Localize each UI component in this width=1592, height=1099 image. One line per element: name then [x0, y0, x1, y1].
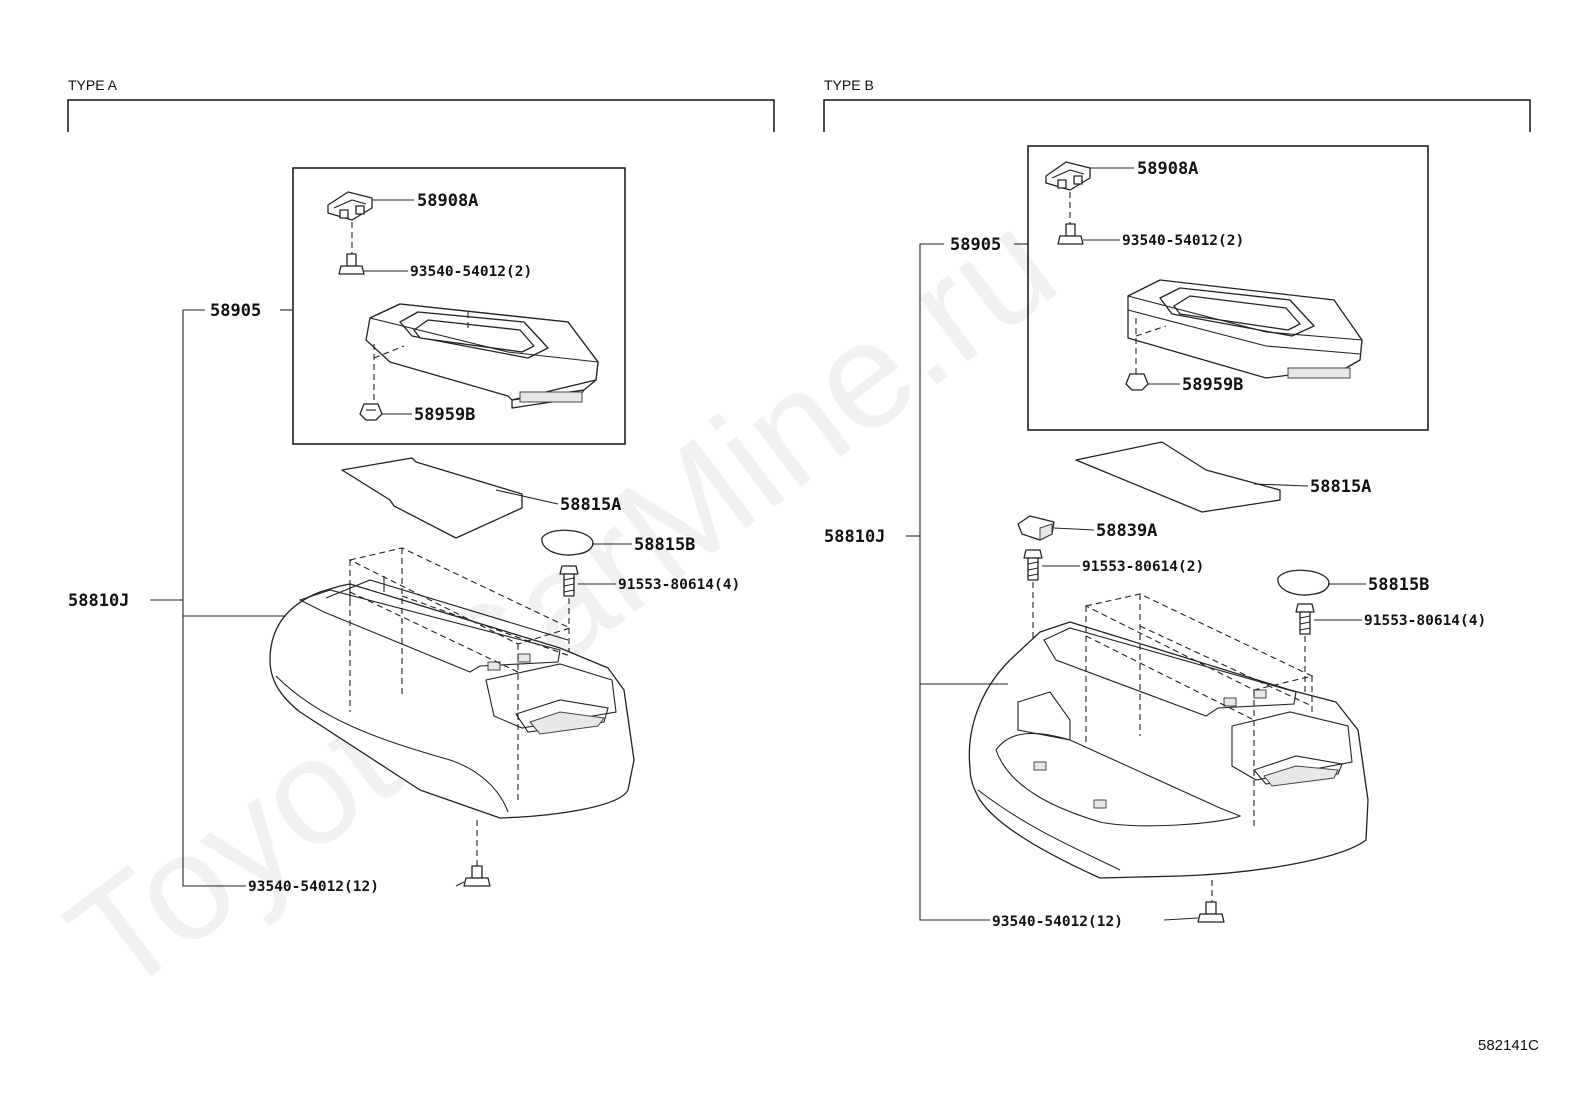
type-a-header: TYPE A — [68, 77, 118, 93]
type-a-bezel-part — [365, 303, 599, 409]
type-a-label-screw-small: 93540-54012(2) — [410, 264, 532, 280]
type-b-bolt-small-part — [1023, 549, 1043, 581]
type-b-subassembly-box — [1027, 145, 1429, 431]
type-b-mat-a-part — [1075, 441, 1281, 513]
type-b-bracket-part — [1045, 161, 1091, 191]
watermark: ToyotaCarMine.ru — [38, 179, 1085, 1026]
type-a-screw-small-part — [338, 253, 365, 275]
type-a-screw-large-part — [463, 865, 491, 887]
type-b-screw-large-part — [1197, 901, 1225, 923]
diagram-code: 582141C — [1478, 1037, 1539, 1054]
type-b-label-58905: 58905 — [950, 235, 1001, 255]
type-a-bracket-line — [67, 99, 775, 132]
type-b-label-58839a: 58839A — [1096, 521, 1157, 541]
type-b-label-58959b: 58959B — [1182, 375, 1243, 395]
type-b-label-58815b: 58815B — [1368, 575, 1429, 595]
type-b-bolt-part — [1295, 603, 1315, 635]
type-a-label-58810j: 58810J — [68, 591, 129, 611]
type-b-bezel-part — [1127, 279, 1363, 379]
type-a-clip-part — [359, 403, 383, 421]
type-b-cover-part — [1017, 515, 1055, 541]
type-b-label-58815a: 58815A — [1310, 477, 1371, 497]
type-b-bracket-line — [823, 99, 1531, 132]
type-a-console-box-part — [269, 576, 635, 819]
type-b-mat-b-part — [1277, 569, 1330, 596]
type-b-header: TYPE B — [824, 77, 874, 93]
type-b-clip-part — [1125, 373, 1149, 391]
type-b-console-box-part — [968, 621, 1369, 879]
type-a-label-58815a: 58815A — [560, 495, 621, 515]
type-a-label-58908a: 58908A — [417, 191, 478, 211]
type-b-label-58810j: 58810J — [824, 527, 885, 547]
type-b-label-bolt-small: 91553-80614(2) — [1082, 559, 1204, 575]
type-b-label-bolt: 91553-80614(4) — [1364, 613, 1486, 629]
type-b-label-screw-small: 93540-54012(2) — [1122, 233, 1244, 249]
type-b-label-58908a: 58908A — [1137, 159, 1198, 179]
type-a-label-58815b: 58815B — [634, 535, 695, 555]
type-b-section: TYPE B 58908A 93540-54012(2) — [823, 77, 1531, 930]
type-a-label-bolt: 91553-80614(4) — [618, 577, 740, 593]
type-a-mat-a-part — [341, 457, 523, 539]
type-a-label-screw-large: 93540-54012(12) — [248, 879, 379, 895]
type-a-subassembly-box — [292, 167, 626, 445]
type-a-mat-b-part — [541, 529, 594, 556]
type-a-section: TYPE A 58908A 93540-54012(2) — [67, 77, 775, 895]
type-b-label-screw-large: 93540-54012(12) — [992, 914, 1123, 930]
type-a-label-58905: 58905 — [210, 301, 261, 321]
type-a-bracket-part — [327, 191, 373, 221]
type-a-bolt-part — [559, 565, 579, 597]
type-a-label-58959b: 58959B — [414, 405, 475, 425]
type-b-screw-small-part — [1057, 223, 1084, 245]
